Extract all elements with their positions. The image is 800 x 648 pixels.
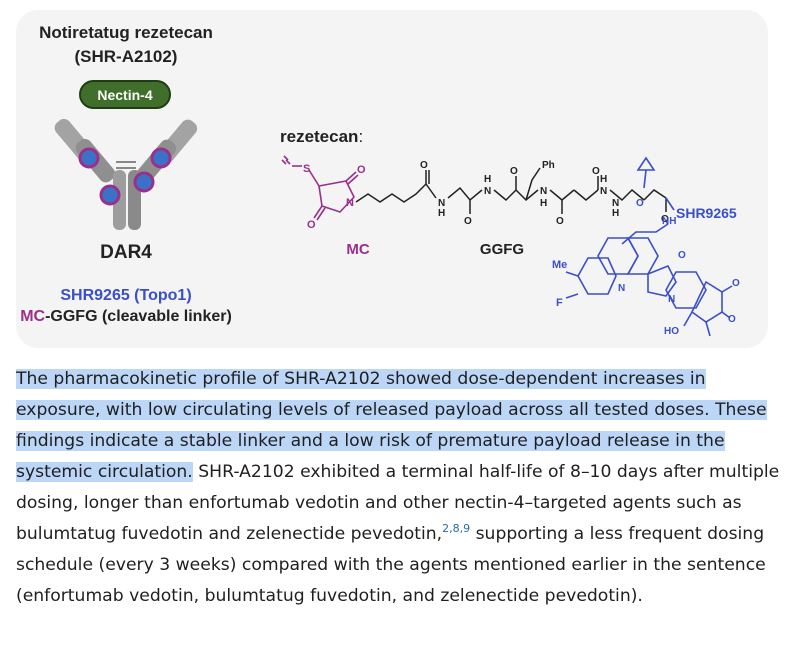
peptide-structure (355, 167, 667, 214)
adc-schematic: Notiretatug rezetecan (SHR-A2102) Nectin… (20, 23, 740, 337)
atom-o4: O (556, 216, 564, 227)
mc-label: MC (346, 241, 369, 258)
body-paragraph: The pharmacokinetic profile of SHR-A2102… (16, 364, 786, 612)
atom-o3: O (510, 166, 518, 177)
atom-h1: H (438, 208, 445, 219)
atom-o5: O (592, 166, 600, 177)
atom-h5: H (612, 208, 619, 219)
payload-dot-icons (78, 147, 172, 206)
nectin-badge (79, 80, 171, 109)
linker-label: MC-GGFG (cleavable linker) (20, 308, 232, 325)
cyclopropyl-icon (636, 156, 675, 211)
atom-o-payload3: O (732, 278, 740, 289)
shr9265-label: SHR9265 (676, 205, 737, 221)
payload-structure (565, 223, 733, 337)
atom-n4: N (600, 186, 607, 197)
figure-panel: Notiretatug rezetecan (SHR-A2102) Nectin… (16, 10, 768, 348)
atom-me: Me (552, 259, 567, 271)
atom-nh-payload: NH (662, 216, 676, 227)
drug-code: (SHR-A2102) (75, 47, 178, 66)
atom-o7: O (661, 214, 669, 225)
ggfg-label: GGFG (480, 241, 524, 258)
atom-o-mc1: O (357, 164, 366, 176)
linker-rest: -GGFG (cleavable linker) (45, 308, 232, 325)
atom-o2: O (464, 216, 472, 227)
atom-ph: Ph (542, 160, 555, 171)
citation-link[interactable]: 2,8,9 (442, 522, 471, 535)
text-part3: supporting a less frequent dosing schedu… (16, 524, 766, 606)
atom-h3: H (540, 198, 547, 209)
atom-ho: HO (664, 326, 679, 337)
mc-linker-structure (281, 155, 359, 221)
text-part2: SHR-A2102 exhibited a terminal half-life… (16, 462, 780, 544)
atom-o-mc2: O (307, 219, 316, 231)
drug-name: Notiretatug rezetecan (39, 23, 213, 42)
atom-n5: N (612, 198, 619, 209)
payload-label: SHR9265 (Topo1) (60, 287, 191, 304)
atom-o-payload2: O (728, 314, 736, 325)
dar-label: DAR4 (100, 242, 152, 263)
atom-n-mc: N (346, 197, 354, 209)
atom-n1: N (438, 198, 445, 209)
atom-o-payload1: O (678, 250, 686, 261)
atom-n-payload2: N (668, 294, 675, 305)
atom-n-payload1: N (618, 283, 625, 294)
atom-h4: H (600, 174, 607, 185)
atom-s: S (303, 163, 310, 175)
atom-n2: N (484, 186, 491, 197)
antibody-icon (54, 118, 198, 230)
atom-h2: H (484, 174, 491, 185)
linker-prefix: MC (20, 308, 45, 325)
atom-o6: O (636, 198, 644, 209)
structure-title: rezetecan: (280, 127, 363, 146)
atom-f: F (556, 297, 563, 309)
atom-n3: N (540, 186, 547, 197)
atom-o1: O (420, 160, 428, 171)
nectin-label: Nectin-4 (97, 87, 152, 103)
